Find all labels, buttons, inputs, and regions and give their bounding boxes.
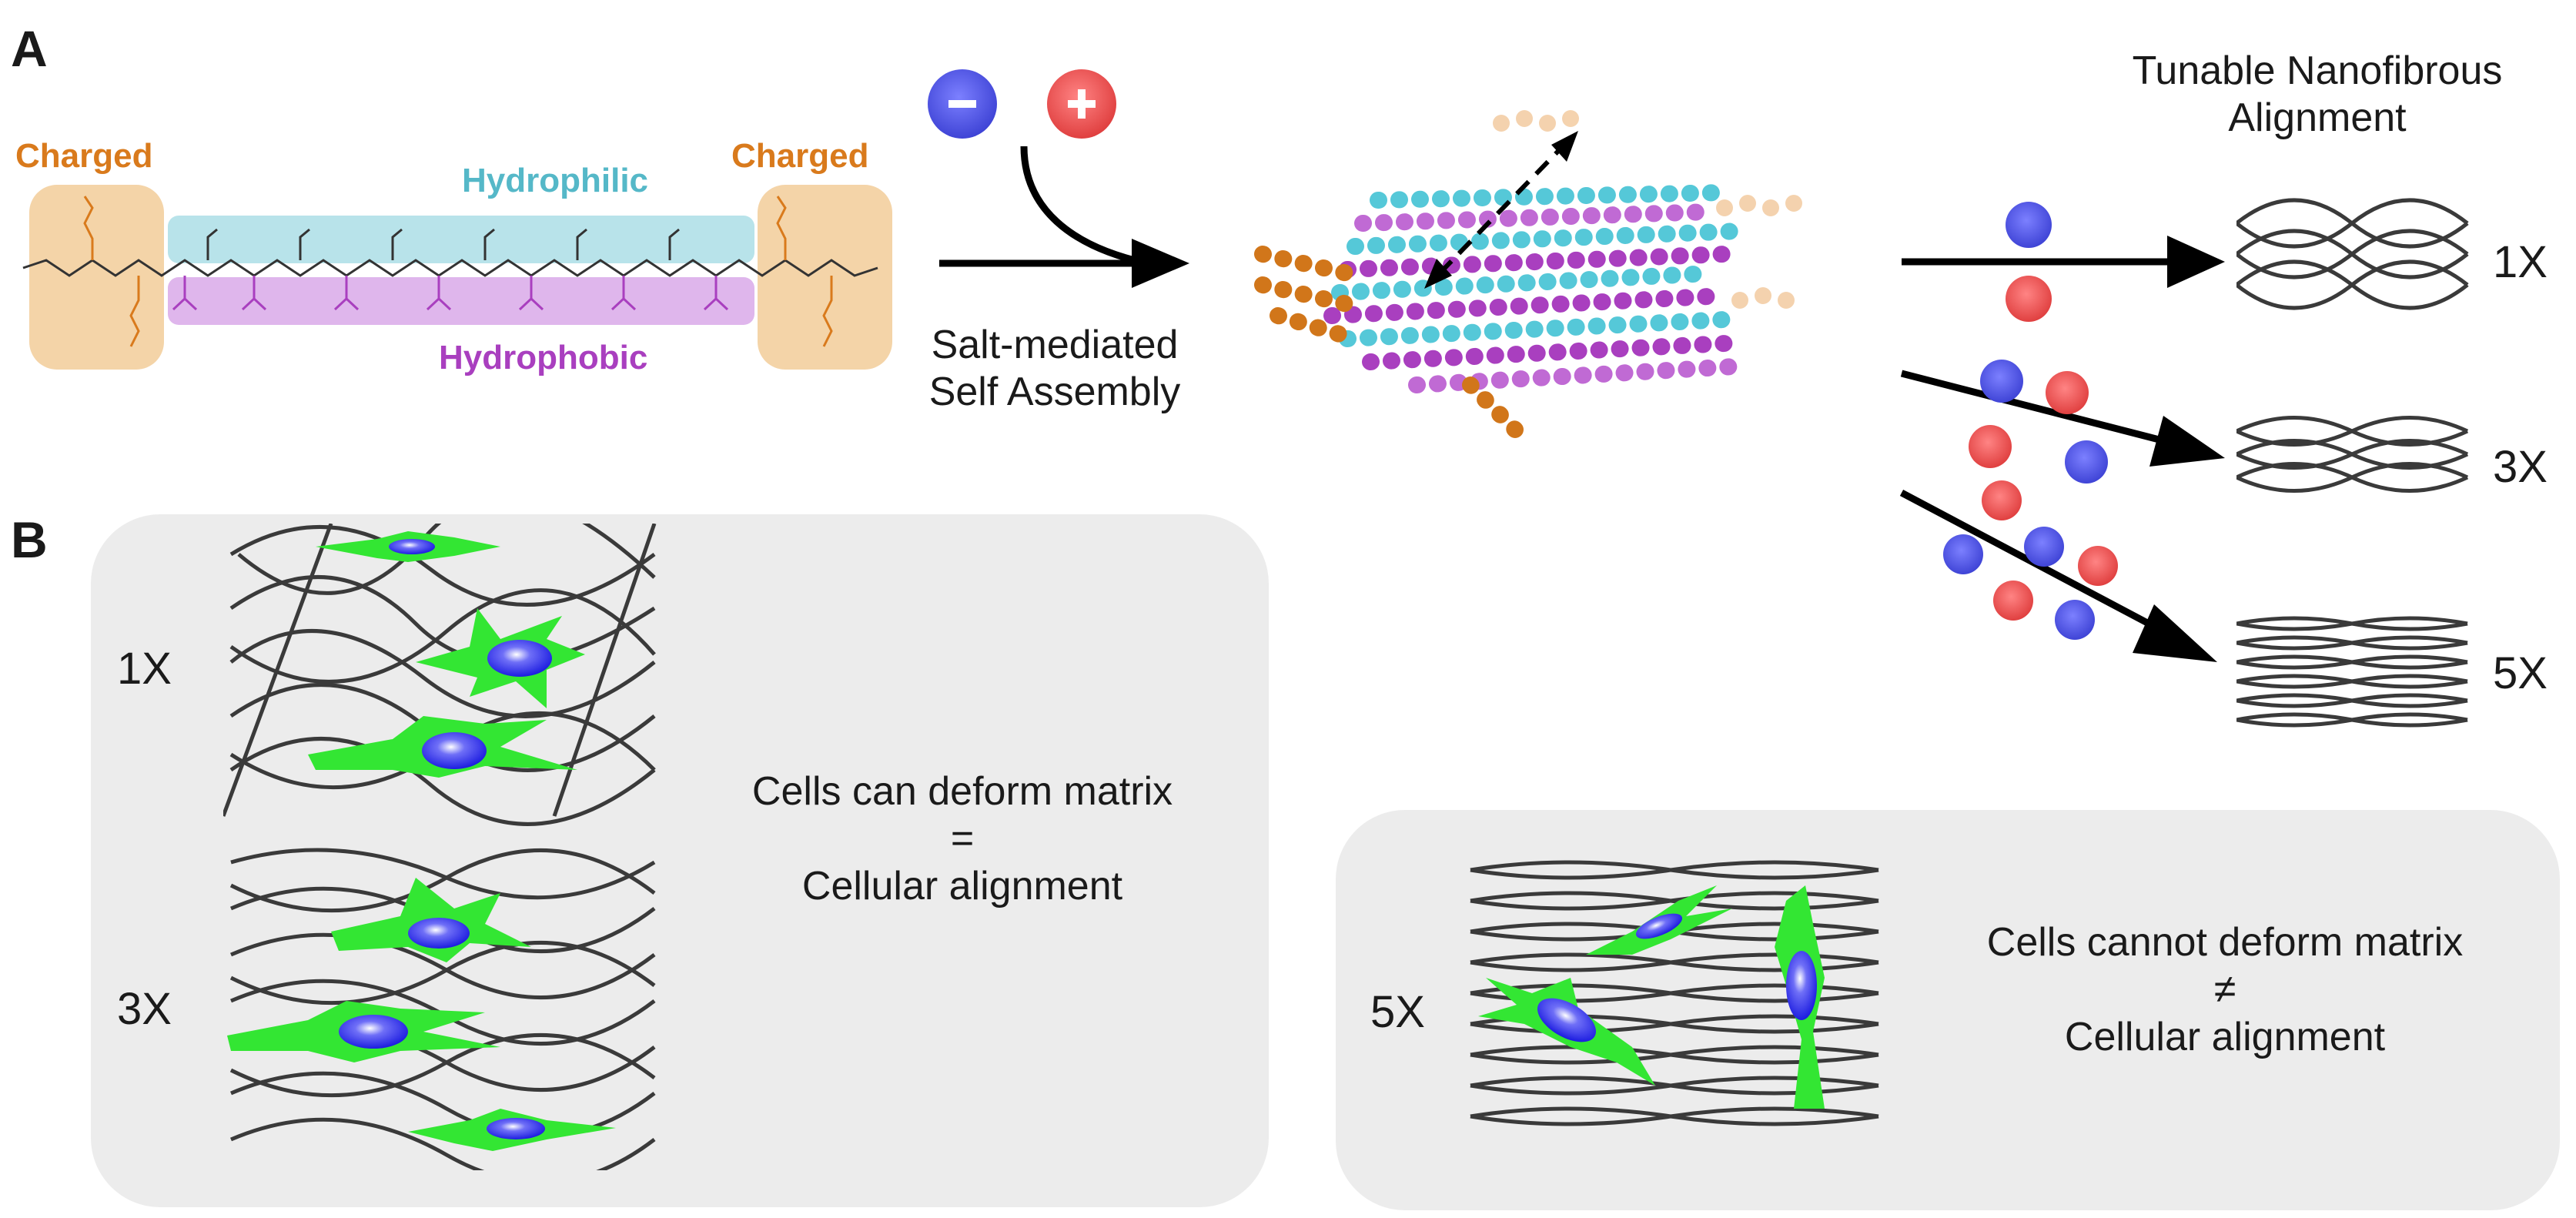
nucleus-5x-b [1537, 998, 1596, 1042]
deform-line1: Cells can deform matrix [751, 769, 1173, 814]
nucleus-1x-c [422, 732, 487, 769]
charged-label-left: Charged [15, 137, 153, 175]
tunable-line2: Alignment [2228, 95, 2407, 141]
hydrophilic-side-chains [206, 228, 680, 260]
box-row-5x: 5X [1370, 987, 1425, 1037]
nodeform-text: Cells cannot deform matrix ≠ Cellular al… [1932, 919, 2517, 1061]
peptide-backbone [22, 259, 878, 277]
nucleus-1x-a [389, 539, 435, 554]
nucleus-5x-c [1786, 951, 1817, 1020]
hydrophobic-label: Hydrophobic [439, 339, 648, 376]
cell-matrix-3x [227, 848, 656, 1170]
peptide-structure [22, 185, 892, 370]
fiber-mesh-1x [2236, 198, 2469, 310]
box-row-1x: 1X [117, 644, 172, 694]
box-row-3x: 3X [117, 984, 172, 1034]
hydrophobic-side-chains [172, 276, 729, 311]
arrow-3x [2149, 416, 2225, 467]
alignment-axis [1437, 144, 1565, 276]
nucleus-3x-b [339, 1015, 408, 1049]
mult-1x: 1X [2493, 237, 2548, 287]
salt-arrows [1899, 202, 2225, 662]
arrow-1x [2167, 236, 2225, 288]
hydrophilic-region [168, 216, 754, 263]
deform-line3: Cellular alignment [801, 863, 1123, 908]
nanofiber-assembly [1254, 110, 1802, 440]
mult-3x: 3X [2493, 442, 2548, 492]
nucleus-5x-a [1635, 913, 1683, 939]
fiber-mesh-5x [2236, 616, 2468, 728]
nucleus-3x-c [487, 1118, 545, 1139]
charged-side-chains [83, 196, 833, 347]
hydrophobic-region [168, 277, 754, 325]
deform-text: Cells can deform matrix = Cellular align… [670, 768, 1255, 910]
hydrophilic-label: Hydrophilic [462, 162, 649, 199]
assembly-line2: Self Assembly [928, 370, 1181, 415]
pos-ion-1x [2006, 276, 2052, 322]
ion-addition-arrow [928, 69, 1189, 288]
deform-line2: = [950, 816, 975, 862]
cell-matrix-5x [1470, 860, 1879, 1126]
charged-region-right [758, 185, 892, 370]
panel-label-b: B [11, 511, 48, 568]
neg-ion-1x [2006, 202, 2052, 248]
mult-5x: 5X [2493, 648, 2548, 698]
assembly-label: Salt-mediated Self Assembly [908, 322, 1201, 417]
nucleus-1x-b [487, 640, 552, 677]
nodeform-line3: Cellular alignment [2064, 1014, 2386, 1059]
tunable-label: Tunable Nanofibrous Alignment [2102, 48, 2533, 142]
tunable-line1: Tunable Nanofibrous [2132, 49, 2503, 93]
nodeform-line2: ≠ [2213, 967, 2236, 1012]
panel-label-a: A [11, 20, 48, 77]
cell-matrix-1x [223, 524, 657, 826]
nucleus-3x-a [408, 918, 470, 949]
charged-region-left [29, 185, 164, 370]
arrow-5x [2133, 604, 2217, 662]
fiber-mesh-3x [2236, 416, 2469, 493]
nodeform-line1: Cells cannot deform matrix [1986, 920, 2464, 965]
charged-label-right: Charged [731, 137, 869, 175]
assembly-line1: Salt-mediated [931, 323, 1179, 367]
bead-ribbons [1254, 110, 1802, 440]
